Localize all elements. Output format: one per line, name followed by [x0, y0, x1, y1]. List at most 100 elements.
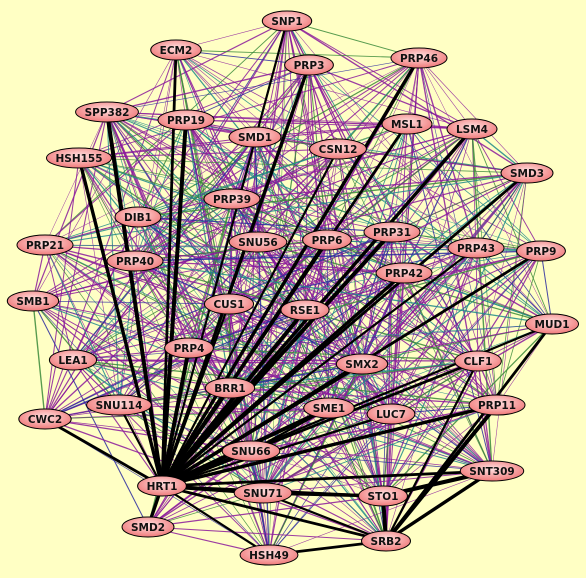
strong-edge-HRT1-SPP382 [105, 110, 164, 488]
node-label: PRP42 [385, 268, 423, 280]
edge-SMB1-HSH49 [32, 300, 270, 556]
node-ellipse [454, 350, 502, 372]
node-snu66[interactable]: SNU66 [221, 440, 281, 462]
edge-MUD1-PRP4 [188, 323, 553, 349]
node-prp4[interactable]: PRP4 [164, 337, 214, 359]
node-ellipse [6, 290, 60, 312]
edge-SMB1-PRP4 [32, 300, 190, 349]
node-ellipse [516, 240, 566, 262]
node-label: SPP382 [85, 107, 130, 119]
node-snt309[interactable]: SNT309 [459, 460, 525, 482]
edge-SNP1-SPP382 [106, 20, 288, 113]
edge-PRP39-PRP40 [134, 198, 233, 262]
node-mud1[interactable]: MUD1 [525, 313, 579, 335]
node-cus1[interactable]: CUS1 [203, 293, 255, 315]
node-lea1[interactable]: LEA1 [48, 349, 98, 371]
edge-CLF1-BRR1 [229, 360, 479, 389]
edge-PRP40-BRR1 [134, 260, 231, 389]
node-prp6[interactable]: PRP6 [302, 229, 352, 251]
edge-PRP21-LEA1 [44, 244, 74, 361]
edge-CSN12-SMD3 [337, 148, 528, 174]
node-ellipse [358, 485, 408, 507]
node-rse1[interactable]: RSE1 [280, 299, 330, 321]
node-prp21[interactable]: PRP21 [16, 234, 74, 256]
node-sme1[interactable]: SME1 [303, 397, 355, 419]
node-label: RSE1 [290, 305, 320, 317]
edge-PRP19-DIB1 [137, 119, 187, 218]
node-snu71[interactable]: SNU71 [233, 482, 293, 504]
strong-edge-HRT1-PRP11 [160, 403, 499, 488]
node-ellipse [261, 10, 313, 32]
node-csn12[interactable]: CSN12 [309, 138, 367, 160]
edge-SNP1-LSM4 [286, 20, 473, 130]
edge-CSN12-STO1 [337, 148, 384, 497]
node-ellipse [203, 188, 261, 210]
node-snp1[interactable]: SNP1 [261, 10, 313, 32]
node-ellipse [48, 349, 98, 371]
strong-edge-HRT1-SRB2 [160, 484, 388, 543]
node-label: SMB1 [16, 296, 49, 308]
strong-edge-HRT1-PRP19 [160, 118, 188, 488]
node-spp382[interactable]: SPP382 [75, 101, 139, 123]
node-prp46[interactable]: PRP46 [390, 47, 448, 69]
node-prp40[interactable]: PRP40 [106, 250, 164, 272]
edge-MSL1-MUD1 [406, 123, 553, 325]
node-lsm4[interactable]: LSM4 [446, 118, 498, 140]
edge-SMD3-SNT309 [491, 172, 528, 472]
edge-PRP46-MSL1 [406, 57, 420, 125]
node-cwc2[interactable]: CWC2 [18, 408, 72, 430]
node-smd2[interactable]: SMD2 [121, 516, 175, 538]
node-label: SNU66 [231, 446, 271, 458]
node-prp43[interactable]: PRP43 [447, 237, 505, 259]
node-prp9[interactable]: PRP9 [516, 240, 566, 262]
edge-PRP39-LEA1 [72, 198, 233, 361]
node-snu56[interactable]: SNU56 [228, 231, 288, 253]
edge-SPP382-SMB1 [32, 111, 108, 302]
node-ellipse [150, 39, 202, 61]
node-prp31[interactable]: PRP31 [363, 221, 421, 243]
node-hrt1[interactable]: HRT1 [137, 475, 187, 497]
node-luc7[interactable]: LUC7 [366, 403, 416, 425]
node-label: STO1 [368, 491, 399, 503]
node-snu114[interactable]: SNU114 [86, 394, 152, 416]
strong-edge-SRB2-MUD1 [384, 322, 554, 543]
node-smx2[interactable]: SMX2 [335, 353, 389, 375]
node-ecm2[interactable]: ECM2 [150, 39, 202, 61]
node-smb1[interactable]: SMB1 [6, 290, 60, 312]
node-prp42[interactable]: PRP42 [375, 262, 433, 284]
node-dib1[interactable]: DIB1 [114, 206, 162, 228]
node-brr1[interactable]: BRR1 [204, 377, 256, 399]
edge-LUC7-HSH49 [268, 413, 392, 556]
node-srb2[interactable]: SRB2 [361, 530, 411, 552]
edge-PRP46-LSM4 [418, 57, 473, 130]
node-hsh155[interactable]: HSH155 [46, 147, 112, 169]
node-label: SMX2 [345, 359, 378, 371]
node-prp19[interactable]: PRP19 [157, 109, 215, 131]
node-label: SMD1 [238, 132, 272, 144]
node-label: PRP21 [26, 240, 64, 252]
node-msl1[interactable]: MSL1 [381, 113, 433, 135]
edge-SPP382-DIB1 [106, 111, 139, 218]
node-ellipse [114, 206, 162, 228]
node-ellipse [233, 482, 293, 504]
node-prp3[interactable]: PRP3 [284, 54, 334, 76]
node-prp11[interactable]: PRP11 [468, 394, 526, 416]
node-clf1[interactable]: CLF1 [454, 350, 502, 372]
node-label: ECM2 [160, 45, 193, 57]
node-label: HSH155 [55, 153, 102, 165]
edge-CUS1-CWC2 [44, 303, 230, 420]
edge-PRP21-PRP42 [44, 244, 405, 274]
node-smd3[interactable]: SMD3 [500, 162, 554, 184]
node-label: HSH49 [249, 550, 289, 562]
node-hsh49[interactable]: HSH49 [239, 544, 299, 566]
node-sto1[interactable]: STO1 [358, 485, 408, 507]
edge-LEA1-SNT309 [72, 359, 493, 472]
node-prp39[interactable]: PRP39 [203, 188, 261, 210]
edge-PRP31-CLF1 [391, 231, 479, 362]
edge-CSN12-HSH155 [78, 148, 339, 159]
edge-HSH155-CWC2 [44, 157, 80, 420]
edge-PRP6-SMX2 [326, 239, 363, 365]
node-smd1[interactable]: SMD1 [228, 126, 282, 148]
edge-CWC2-PRP11 [44, 404, 498, 420]
edge-SMB1-SMD2 [32, 300, 149, 528]
